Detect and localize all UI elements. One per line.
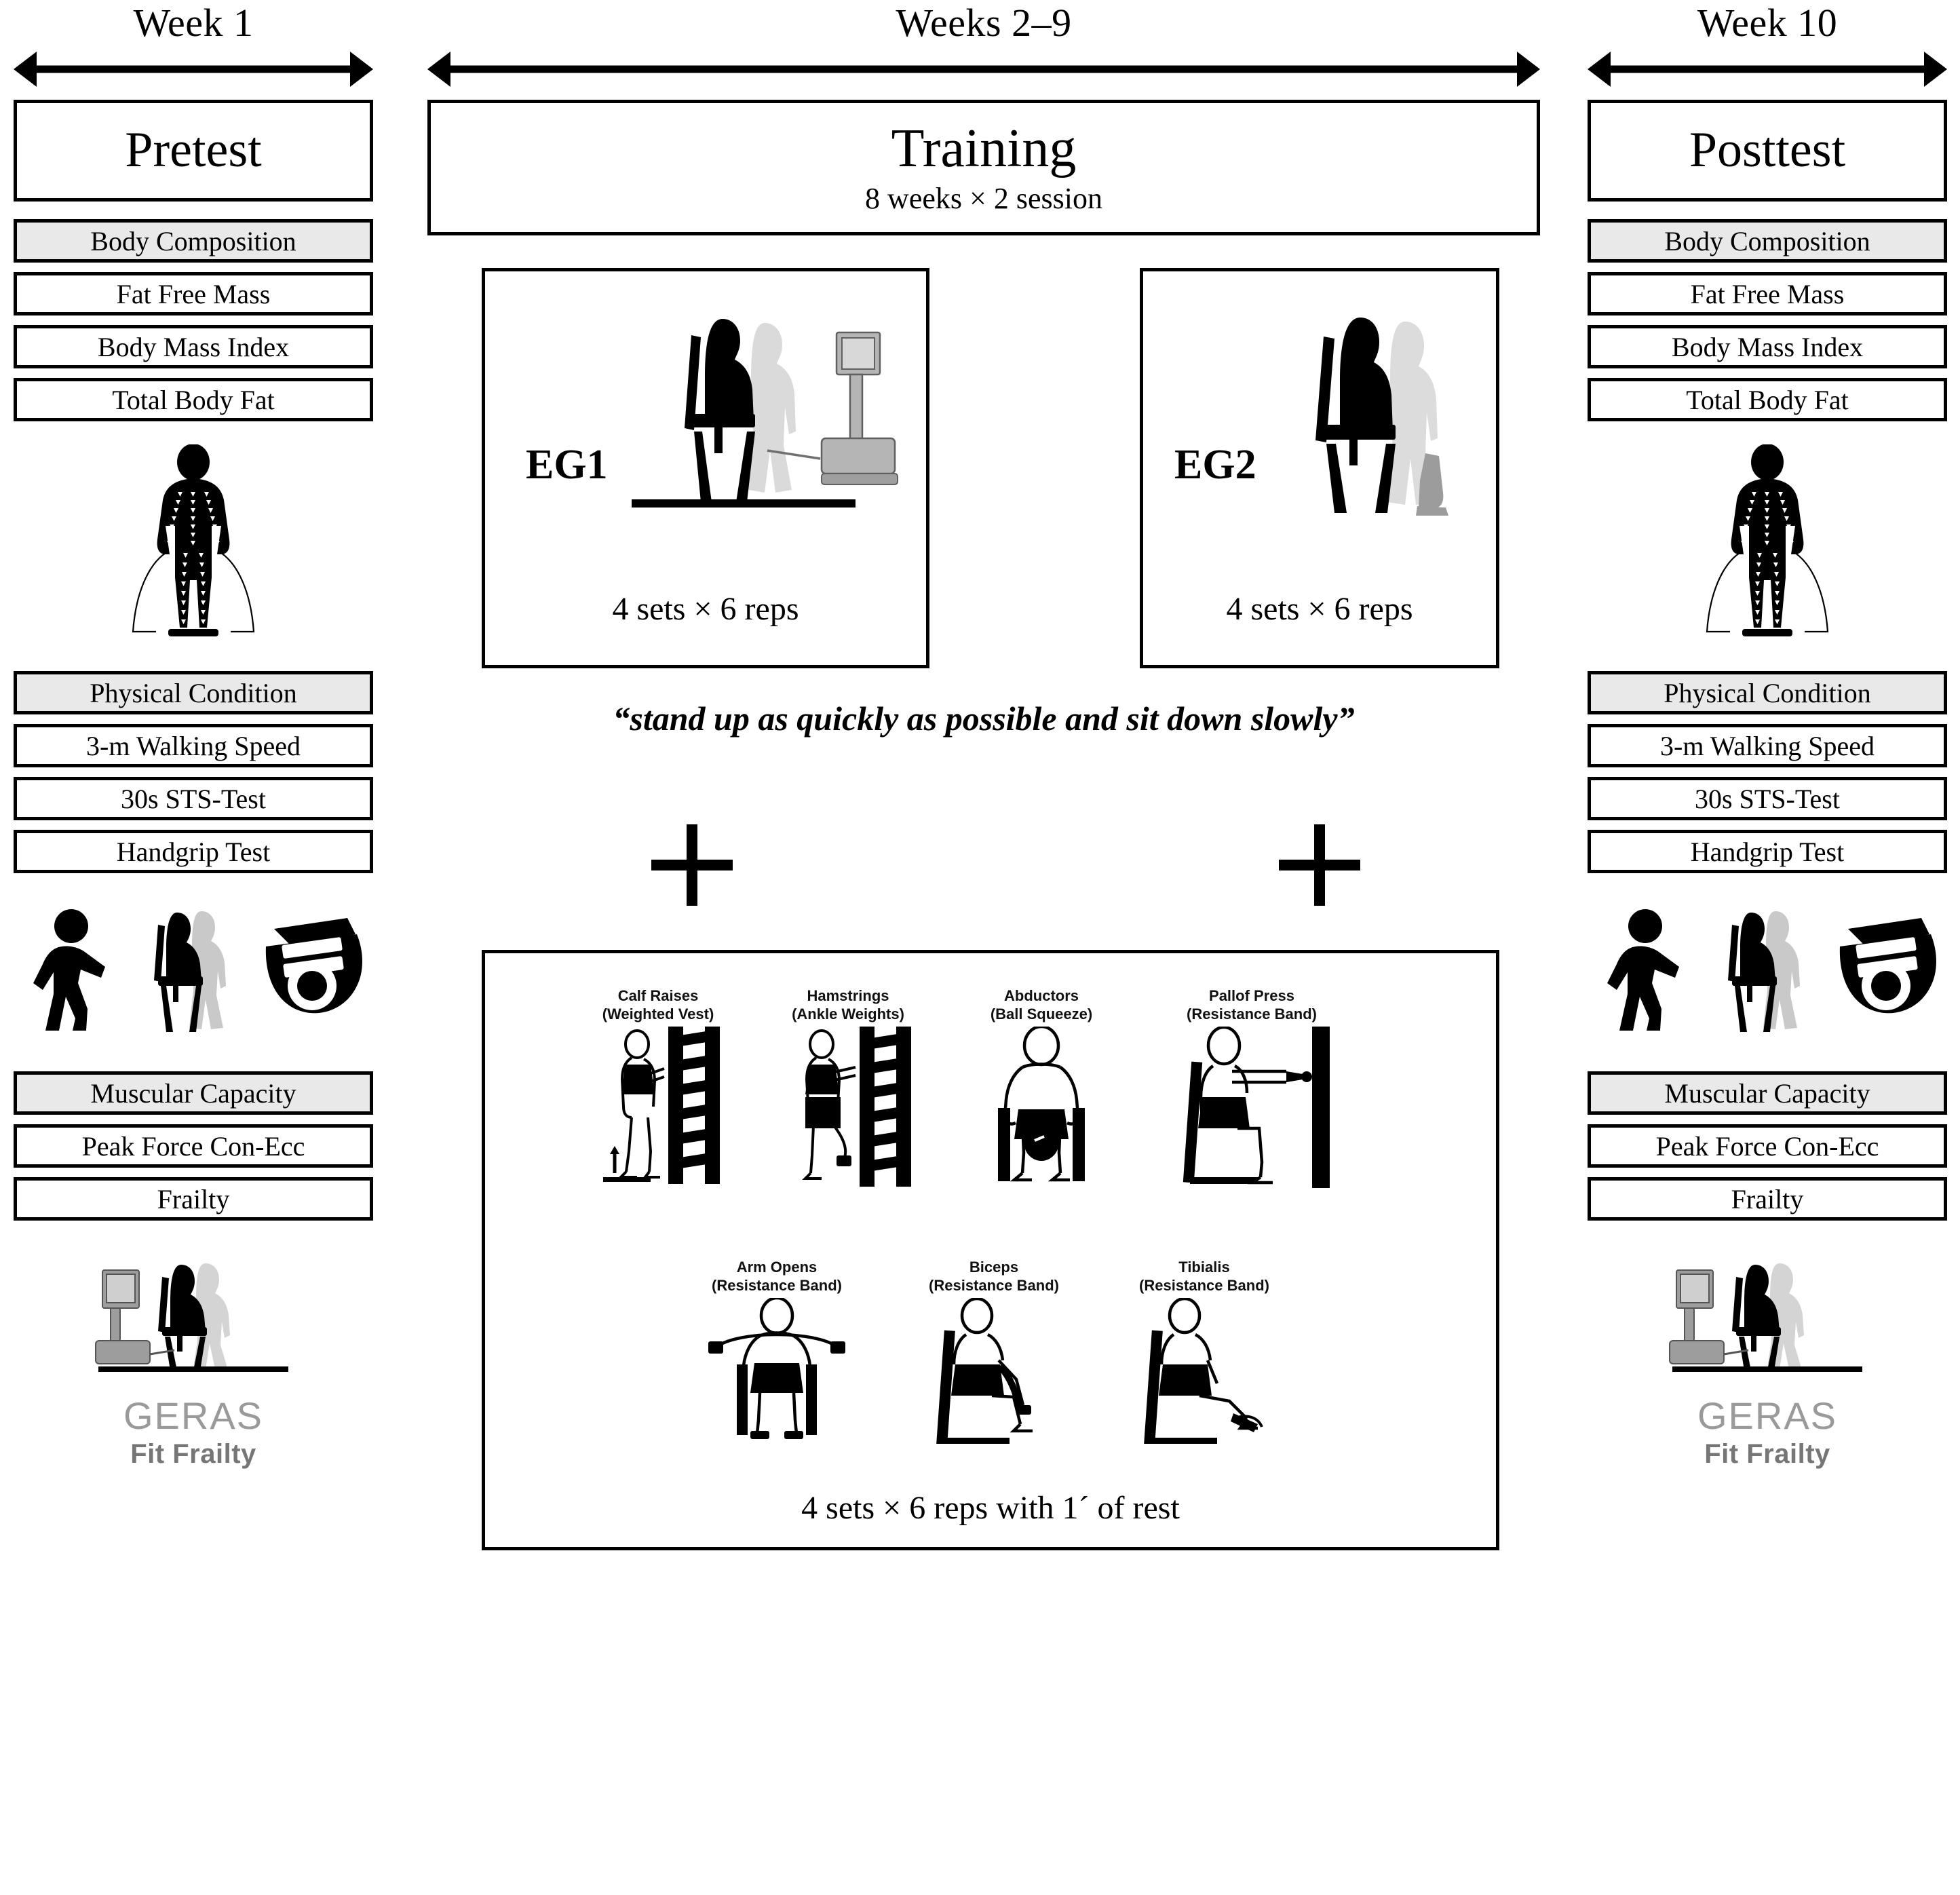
pretest-item-fat-free-mass: Fat Free Mass [14,272,373,315]
posttest-item-walking-speed: 3-m Walking Speed [1588,724,1947,767]
posttest-item-handgrip-test: Handgrip Test [1588,830,1947,873]
eg2-reps: 4 sets × 6 reps [1226,591,1413,627]
pretest-item-peak-force: Peak Force Con-Ecc [14,1124,373,1168]
complementary-exercise-panel: Calf Raises (Weighted Vest) [482,950,1499,1550]
exercise-hamstrings: Hamstrings (Ankle Weights) [756,987,940,1189]
pretest-item-total-body-fat: Total Body Fat [14,378,373,421]
bioimpedance-body-figure-icon [14,444,373,648]
bioimpedance-body-figure-icon [1588,444,1947,648]
posttest-title-box: Posttest [1588,100,1947,202]
eg1-reps: 4 sets × 6 reps [612,591,799,627]
geras-logo-right: GERAS Fit Frailty [1588,1397,1947,1468]
training-title-box: Training 8 weeks × 2 session [427,100,1540,235]
posttest-item-peak-force: Peak Force Con-Ecc [1588,1124,1947,1168]
pretest-category-physical-condition: Physical Condition [14,671,373,714]
hamstring-curl-wallbar-icon [784,1026,912,1189]
chair-dynamometer-icon [14,1252,373,1374]
posttest-item-sts-test: 30s STS-Test [1588,777,1947,820]
posttest-item-total-body-fat: Total Body Fat [1588,378,1947,421]
training-phase-label: Weeks 2–9 [896,1,1072,45]
exercise-pallof-press-equipment: (Resistance Band) [1187,1005,1317,1022]
posttest-column: Week 10 Posttest Body Composition Fat Fr… [1588,0,1947,1468]
training-title: Training [891,118,1077,178]
exercise-abductors-name: Abductors [1004,987,1079,1004]
training-instruction-quote: “stand up as quickly as possible and sit… [613,700,1355,738]
seated-arm-open-band-icon [692,1297,862,1444]
posttest-item-frailty: Frailty [1588,1177,1947,1221]
geras-logo-left: GERAS Fit Frailty [14,1397,373,1468]
sit-to-stand-with-dynamometer-icon [621,305,906,529]
pretest-item-body-mass-index: Body Mass Index [14,325,373,368]
eg2-panel: EG2 4 sets × 6 reps [1140,268,1499,668]
chair-dynamometer-icon [1588,1252,1947,1374]
exercise-arm-opens-name: Arm Opens [736,1259,818,1276]
walking-sit-to-stand-handgrip-icons [14,900,373,1036]
exercise-pallof-press-name: Pallof Press [1209,987,1294,1004]
eg2-label: EG2 [1174,442,1256,488]
training-column: Weeks 2–9 Training 8 weeks × 2 session E… [427,0,1540,1550]
pretest-item-frailty: Frailty [14,1177,373,1221]
pretest-title-box: Pretest [14,100,373,202]
geras-logo-tagline-left: Fit Frailty [130,1439,256,1469]
exercise-calf-raises: Calf Raises (Weighted Vest) [573,987,743,1189]
exercise-hamstrings-name: Hamstrings [807,987,889,1004]
pretest-phase-label: Week 1 [133,1,254,45]
exercise-arm-opens: Arm Opens (Resistance Band) [675,1259,879,1444]
training-timeline-arrow [427,45,1540,93]
posttest-title: Posttest [1689,122,1846,178]
exercise-abductors-equipment: (Ball Squeeze) [990,1005,1093,1022]
exercise-arm-opens-equipment: (Resistance Band) [712,1276,842,1294]
posttest-item-body-mass-index: Body Mass Index [1588,325,1947,368]
eg1-label: EG1 [526,442,608,488]
exercise-tibialis-name: Tibialis [1178,1259,1230,1276]
geras-logo-name-right: GERAS [1697,1394,1838,1437]
exercise-tibialis: Tibialis (Resistance Band) [1109,1259,1299,1444]
plus-symbol-eg1 [651,824,733,906]
exercise-biceps: Biceps (Resistance Band) [899,1259,1089,1444]
pretest-timeline-arrow [14,45,373,93]
training-subtitle: 8 weeks × 2 session [865,181,1102,215]
exercise-biceps-equipment: (Resistance Band) [929,1276,1059,1294]
complementary-exercise-caption: 4 sets × 6 reps with 1´ of rest [801,1490,1180,1526]
pretest-title: Pretest [125,122,262,178]
plus-symbol-eg2 [1279,824,1360,906]
pretest-item-handgrip-test: Handgrip Test [14,830,373,873]
walking-sit-to-stand-handgrip-icons [1588,900,1947,1036]
geras-logo-tagline-right: Fit Frailty [1704,1439,1830,1469]
seated-ball-squeeze-icon [974,1026,1109,1189]
posttest-phase-label: Week 10 [1697,1,1838,45]
pretest-column: Week 1 Pretest Body Composition Fat Free… [14,0,373,1468]
exercise-calf-raises-name: Calf Raises [617,987,699,1004]
exercise-tibialis-equipment: (Resistance Band) [1139,1276,1269,1294]
pretest-category-body-composition: Body Composition [14,219,373,263]
exercise-calf-raises-equipment: (Weighted Vest) [602,1005,714,1022]
exercise-hamstrings-equipment: (Ankle Weights) [792,1005,904,1022]
pretest-item-walking-speed: 3-m Walking Speed [14,724,373,767]
pretest-item-sts-test: 30s STS-Test [14,777,373,820]
geras-logo-name-left: GERAS [123,1394,264,1437]
seated-tibialis-band-icon [1132,1297,1277,1444]
seated-biceps-curl-band-icon [921,1297,1067,1444]
seated-pallof-press-icon [1167,1026,1337,1189]
pretest-category-muscular-capacity: Muscular Capacity [14,1071,373,1115]
posttest-item-fat-free-mass: Fat Free Mass [1588,272,1947,315]
sit-to-stand-bodyweight-icon [1286,305,1489,529]
posttest-category-physical-condition: Physical Condition [1588,671,1947,714]
exercise-abductors: Abductors (Ball Squeeze) [953,987,1130,1189]
posttest-timeline-arrow [1588,45,1947,93]
posttest-category-muscular-capacity: Muscular Capacity [1588,1071,1947,1115]
eg1-panel: EG1 [482,268,929,668]
exercise-biceps-name: Biceps [969,1259,1019,1276]
posttest-category-body-composition: Body Composition [1588,219,1947,263]
calf-raise-wallbar-icon [594,1026,723,1189]
exercise-pallof-press: Pallof Press (Resistance Band) [1150,987,1353,1189]
